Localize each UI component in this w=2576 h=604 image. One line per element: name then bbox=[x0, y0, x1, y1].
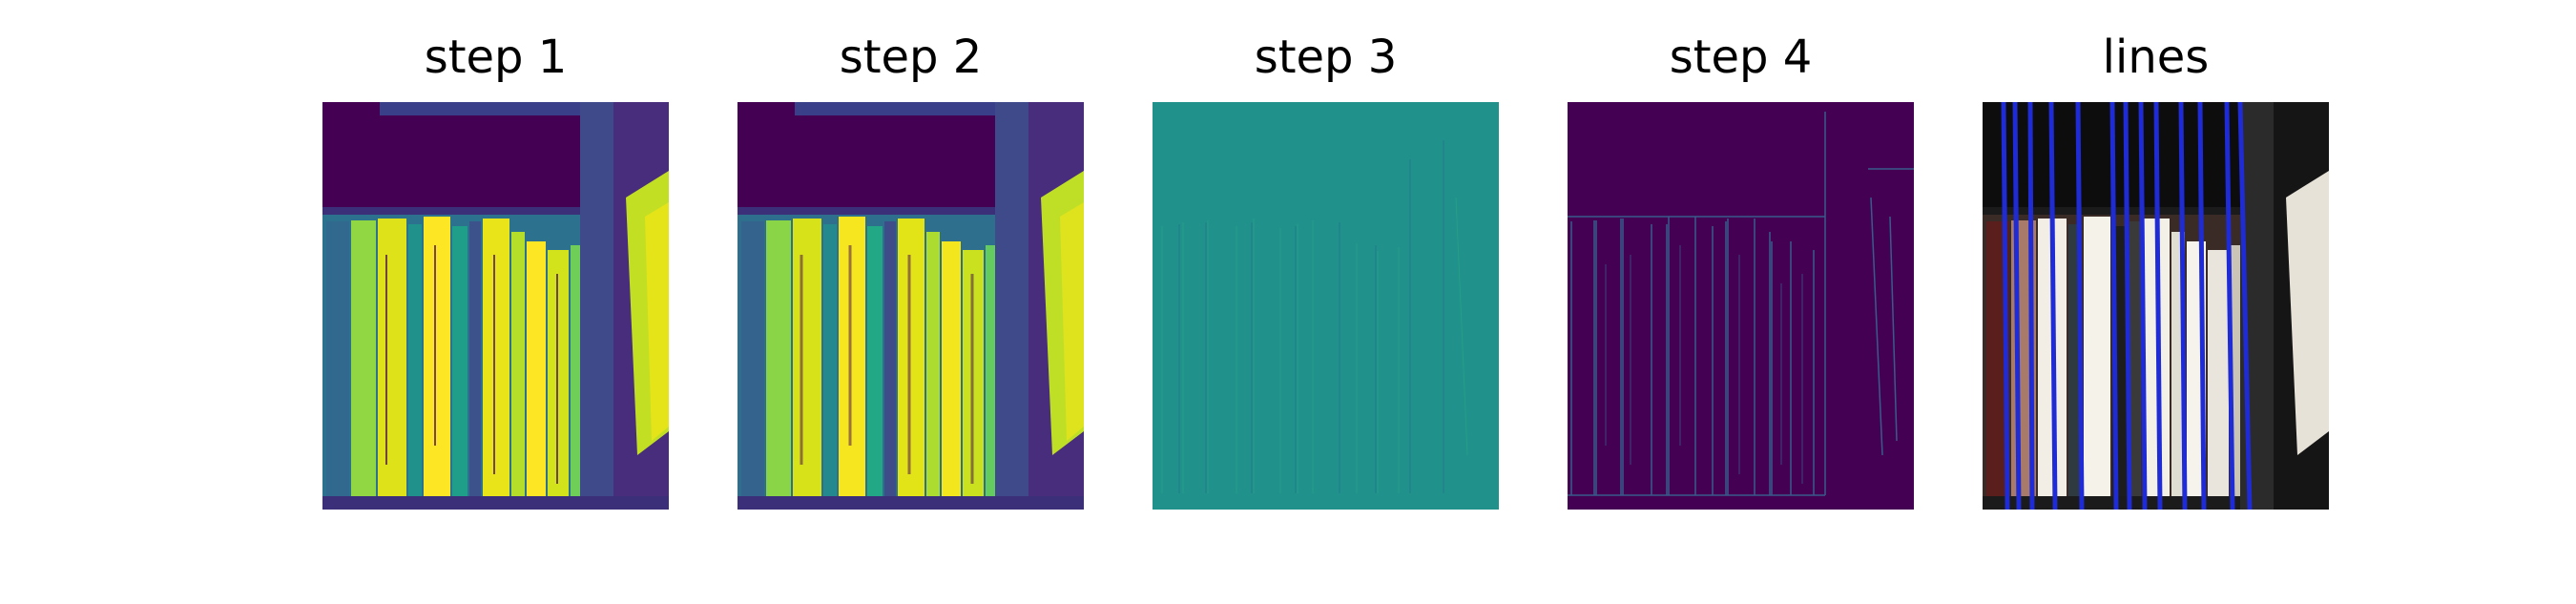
detected-lines bbox=[2001, 102, 2253, 510]
panel-title-step-3: step 3 bbox=[1254, 31, 1398, 84]
image-step-2 bbox=[737, 102, 1084, 510]
image-step-4 bbox=[1568, 102, 1914, 510]
image-step-1 bbox=[322, 102, 669, 510]
image-lines bbox=[1983, 102, 2329, 510]
image-step-3 bbox=[1153, 102, 1499, 510]
panel-title-step-2: step 2 bbox=[839, 31, 983, 84]
panel-title-lines: lines bbox=[2102, 31, 2210, 84]
panel-title-step-1: step 1 bbox=[424, 31, 568, 84]
panel-title-step-4: step 4 bbox=[1669, 31, 1813, 84]
